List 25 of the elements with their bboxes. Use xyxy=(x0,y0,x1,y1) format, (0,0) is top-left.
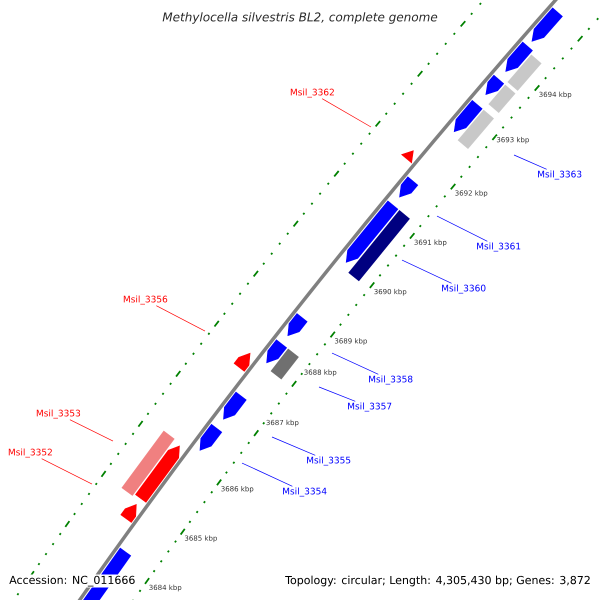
gene-label: Msil_3360 xyxy=(442,284,486,294)
gene-label: Msil_3355 xyxy=(307,456,350,466)
gene-label: Msil_3358 xyxy=(369,376,412,384)
gene-label: Msil_3352 xyxy=(8,448,52,458)
leader-line xyxy=(322,98,372,128)
gene-label: Msil_3353 xyxy=(36,410,80,418)
leader-line xyxy=(402,260,452,284)
title: Methylocella silvestris BL2, complete genome xyxy=(162,12,438,24)
leader-line xyxy=(242,462,293,487)
gene-label: Msil_3356 xyxy=(124,296,168,304)
gene-label: Msil_3363 xyxy=(538,170,582,180)
leader-line xyxy=(318,386,356,402)
leader-line xyxy=(436,216,488,242)
leader-line xyxy=(332,352,379,375)
gene-label: Msil_3362 xyxy=(290,88,334,98)
leader-line xyxy=(156,305,206,332)
topology-text: Topology: circular; Length: 4,305,430 bp; Genes: 3,872 xyxy=(284,574,592,588)
gene-label: Msil_3354 xyxy=(283,488,327,496)
leader-line xyxy=(70,419,114,442)
leader-line xyxy=(41,458,92,484)
leader-line xyxy=(272,436,316,456)
gene-label: Msil_3361 xyxy=(477,242,520,252)
leader-line xyxy=(514,154,548,170)
accession-text: Accession: NC_011666 xyxy=(8,574,136,588)
gene-label: Msil_3357 xyxy=(348,402,392,412)
